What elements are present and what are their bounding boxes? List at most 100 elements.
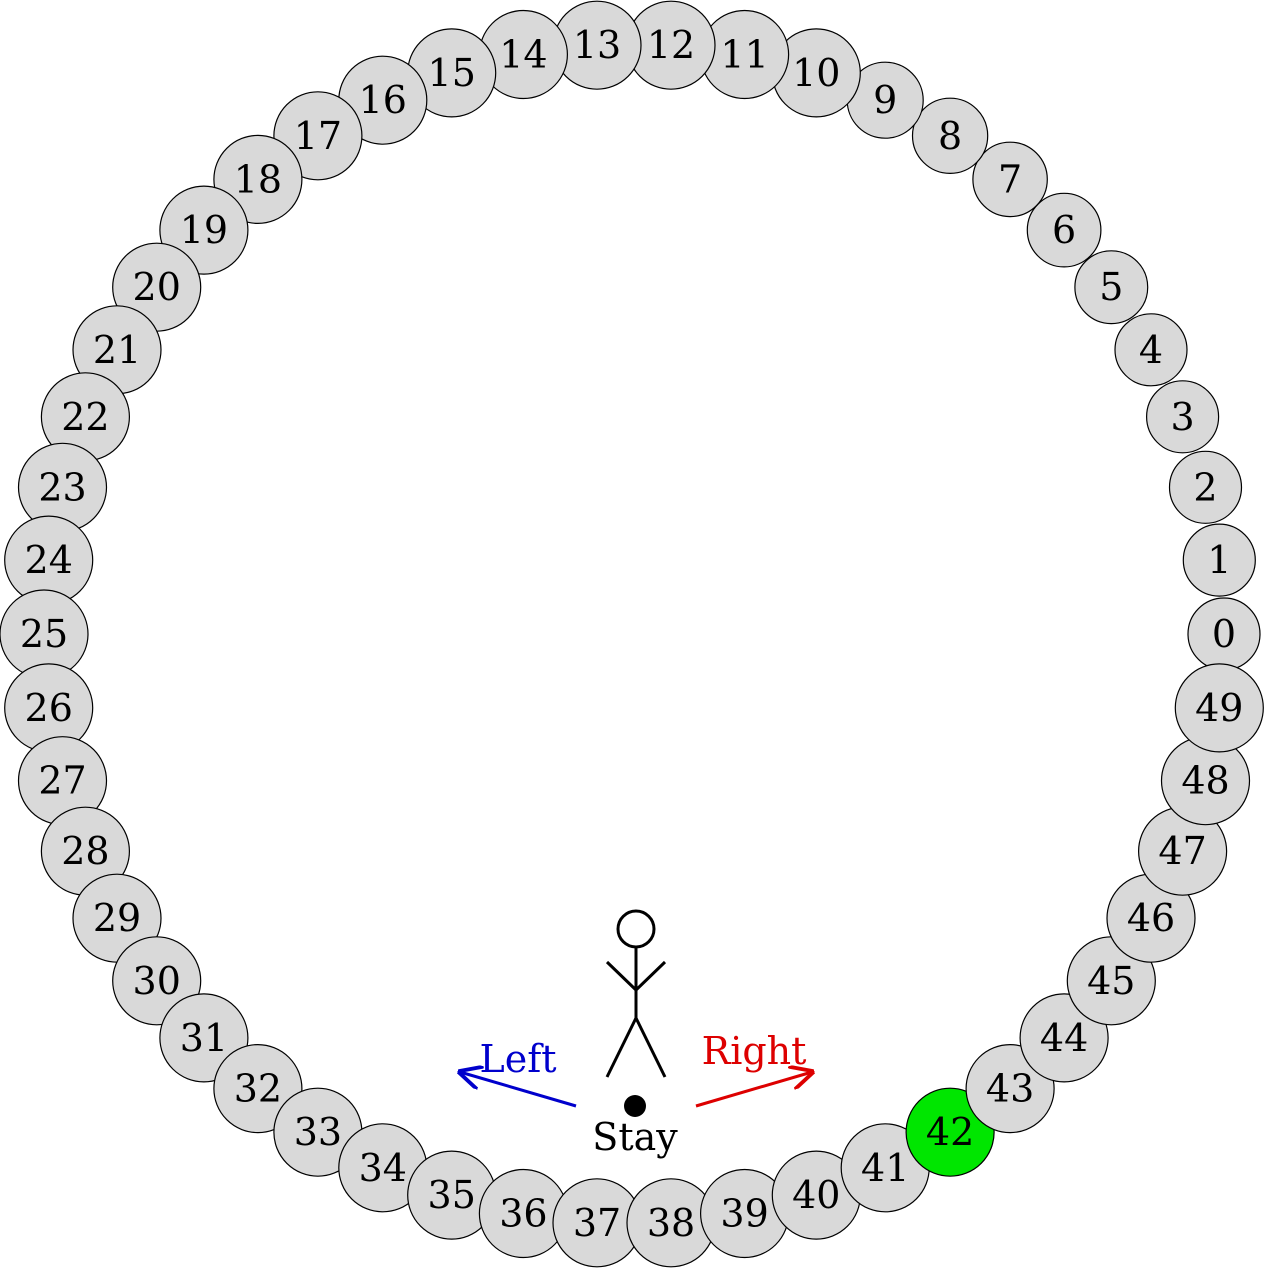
position-number: 31 <box>180 1016 228 1060</box>
position-number: 20 <box>133 265 181 309</box>
position-34: 34 <box>338 1123 428 1213</box>
position-number: 10 <box>792 51 840 95</box>
position-48: 48 <box>1160 736 1251 826</box>
position-number: 13 <box>573 23 621 67</box>
position-number: 11 <box>720 33 768 77</box>
stay-label: Stay <box>592 1115 678 1159</box>
stay-action[interactable]: Stay <box>592 1095 678 1159</box>
position-number: 34 <box>359 1146 407 1190</box>
position-38: 38 <box>626 1178 716 1268</box>
position-47: 47 <box>1137 806 1228 896</box>
stick-figure-icon <box>605 909 667 1078</box>
position-49: 49 <box>1174 663 1264 753</box>
position-12: 12 <box>626 0 716 90</box>
position-number: 37 <box>573 1201 621 1245</box>
position-circle <box>972 141 1048 218</box>
position-23: 23 <box>17 442 108 532</box>
position-number: 45 <box>1087 959 1135 1003</box>
position-37: 37 <box>552 1178 642 1268</box>
position-number: 41 <box>861 1146 909 1190</box>
position-number: 43 <box>986 1067 1034 1111</box>
position-circle <box>1114 313 1188 387</box>
position-6: 6 <box>1026 192 1102 268</box>
position-28: 28 <box>40 806 131 896</box>
position-number: 47 <box>1158 829 1206 873</box>
position-number: 28 <box>61 829 109 873</box>
position-number: 4 <box>1139 328 1163 372</box>
position-5: 5 <box>1074 250 1149 325</box>
position-circle <box>1074 250 1149 325</box>
position-16: 16 <box>338 55 428 145</box>
position-number: 40 <box>792 1173 840 1217</box>
left-label: Left <box>479 1037 556 1081</box>
position-number: 6 <box>1052 208 1076 252</box>
position-33: 33 <box>273 1087 363 1177</box>
position-36: 36 <box>478 1168 569 1259</box>
position-number: 32 <box>234 1067 282 1111</box>
position-number: 39 <box>720 1192 768 1236</box>
position-number: 12 <box>647 23 695 67</box>
position-number: 38 <box>647 1201 695 1245</box>
position-15: 15 <box>407 28 497 118</box>
position-13: 13 <box>552 0 642 90</box>
position-2: 2 <box>1168 450 1243 524</box>
position-39: 39 <box>699 1168 790 1259</box>
position-46: 46 <box>1106 873 1196 963</box>
position-number: 27 <box>38 759 86 803</box>
position-21: 21 <box>72 305 162 395</box>
position-number: 26 <box>25 686 73 730</box>
stay-dot-icon <box>624 1095 646 1117</box>
position-number: 15 <box>428 51 476 95</box>
position-number: 16 <box>359 78 407 122</box>
position-14: 14 <box>478 9 569 100</box>
position-number: 29 <box>93 896 141 940</box>
position-number: 17 <box>294 114 342 158</box>
position-number: 0 <box>1212 612 1236 656</box>
position-number: 46 <box>1127 896 1175 940</box>
position-4: 4 <box>1114 313 1188 387</box>
position-41: 41 <box>840 1123 930 1213</box>
position-40: 40 <box>771 1150 861 1240</box>
position-25: 25 <box>0 589 89 679</box>
position-22: 22 <box>40 372 131 462</box>
position-26: 26 <box>4 663 94 753</box>
position-number: 8 <box>938 114 962 158</box>
position-number: 19 <box>180 208 228 252</box>
position-24: 24 <box>4 515 94 605</box>
position-number: 21 <box>93 328 141 372</box>
position-number: 49 <box>1195 686 1243 730</box>
position-11: 11 <box>699 9 790 100</box>
position-number: 18 <box>234 157 282 201</box>
position-number: 7 <box>998 157 1022 201</box>
position-number: 14 <box>499 33 547 77</box>
position-number: 3 <box>1171 395 1195 439</box>
position-number: 9 <box>873 78 897 122</box>
position-number: 30 <box>133 959 181 1003</box>
position-number: 33 <box>294 1110 342 1154</box>
right-action[interactable]: Right <box>695 1029 812 1108</box>
position-number: 23 <box>38 465 86 509</box>
position-3: 3 <box>1145 380 1220 454</box>
position-number: 25 <box>20 612 68 656</box>
left-action[interactable]: Left <box>460 1037 577 1108</box>
position-8: 8 <box>911 97 989 175</box>
position-number: 1 <box>1207 538 1231 582</box>
position-number: 42 <box>926 1110 974 1154</box>
position-number: 2 <box>1193 465 1217 509</box>
position-circle <box>1026 192 1102 268</box>
position-circle <box>911 97 989 175</box>
position-number: 35 <box>428 1173 476 1217</box>
right-label: Right <box>702 1029 807 1073</box>
position-number: 44 <box>1040 1016 1088 1060</box>
position-27: 27 <box>17 736 108 826</box>
right-arrow-icon <box>695 1072 812 1108</box>
left-arrow-icon <box>460 1072 577 1108</box>
position-circle <box>1182 523 1256 597</box>
position-circle <box>1174 663 1264 753</box>
position-circle <box>1145 380 1220 454</box>
position-number: 24 <box>25 538 73 582</box>
position-35: 35 <box>407 1150 497 1240</box>
